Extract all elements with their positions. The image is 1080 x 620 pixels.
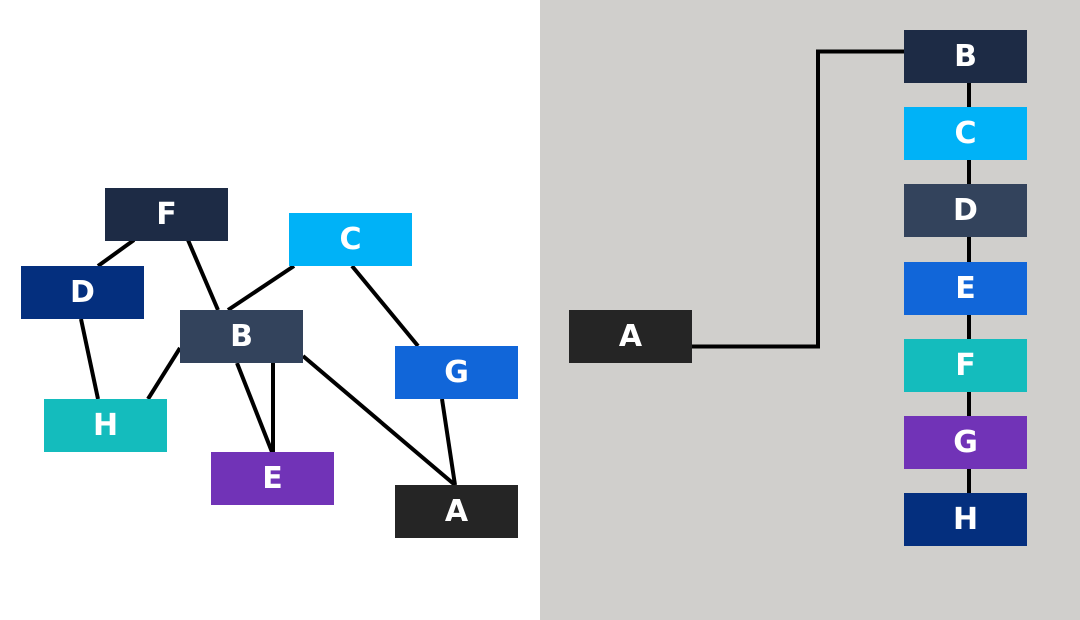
graph-node-f: F: [105, 188, 228, 241]
graph-node-g: G: [395, 346, 518, 399]
graph-node-h: H: [44, 399, 167, 452]
tree-node-g: G: [904, 416, 1027, 469]
graph-node-d: D: [21, 266, 144, 319]
tree-node-d: D: [904, 184, 1027, 237]
graph-edge-d-h: [79, 318, 100, 400]
graph-node-c: C: [289, 213, 412, 266]
tree-edge-root: [692, 49, 904, 349]
graph-edge-c-g: [350, 264, 420, 348]
graph-node-a: A: [395, 485, 518, 538]
graph-edge-h-b: [146, 346, 182, 401]
graph-edge-g-a: [440, 398, 457, 486]
graph-edges: [79, 238, 457, 487]
graph-edge-b-e: [235, 362, 274, 453]
graph-edge-f-b: [186, 239, 220, 311]
graph-edge-b-c: [226, 264, 296, 312]
tree-node-e: E: [904, 262, 1027, 315]
graph-edge-f-d: [96, 238, 136, 268]
tree-node-f: F: [904, 339, 1027, 392]
graph-edge-b-a: [301, 354, 457, 487]
tree-node-h: H: [904, 493, 1027, 546]
tree-node-root: A: [569, 310, 692, 363]
graph-node-e: E: [211, 452, 334, 505]
tree-node-b: B: [904, 30, 1027, 83]
graph-node-b: B: [180, 310, 303, 363]
tree-node-c: C: [904, 107, 1027, 160]
